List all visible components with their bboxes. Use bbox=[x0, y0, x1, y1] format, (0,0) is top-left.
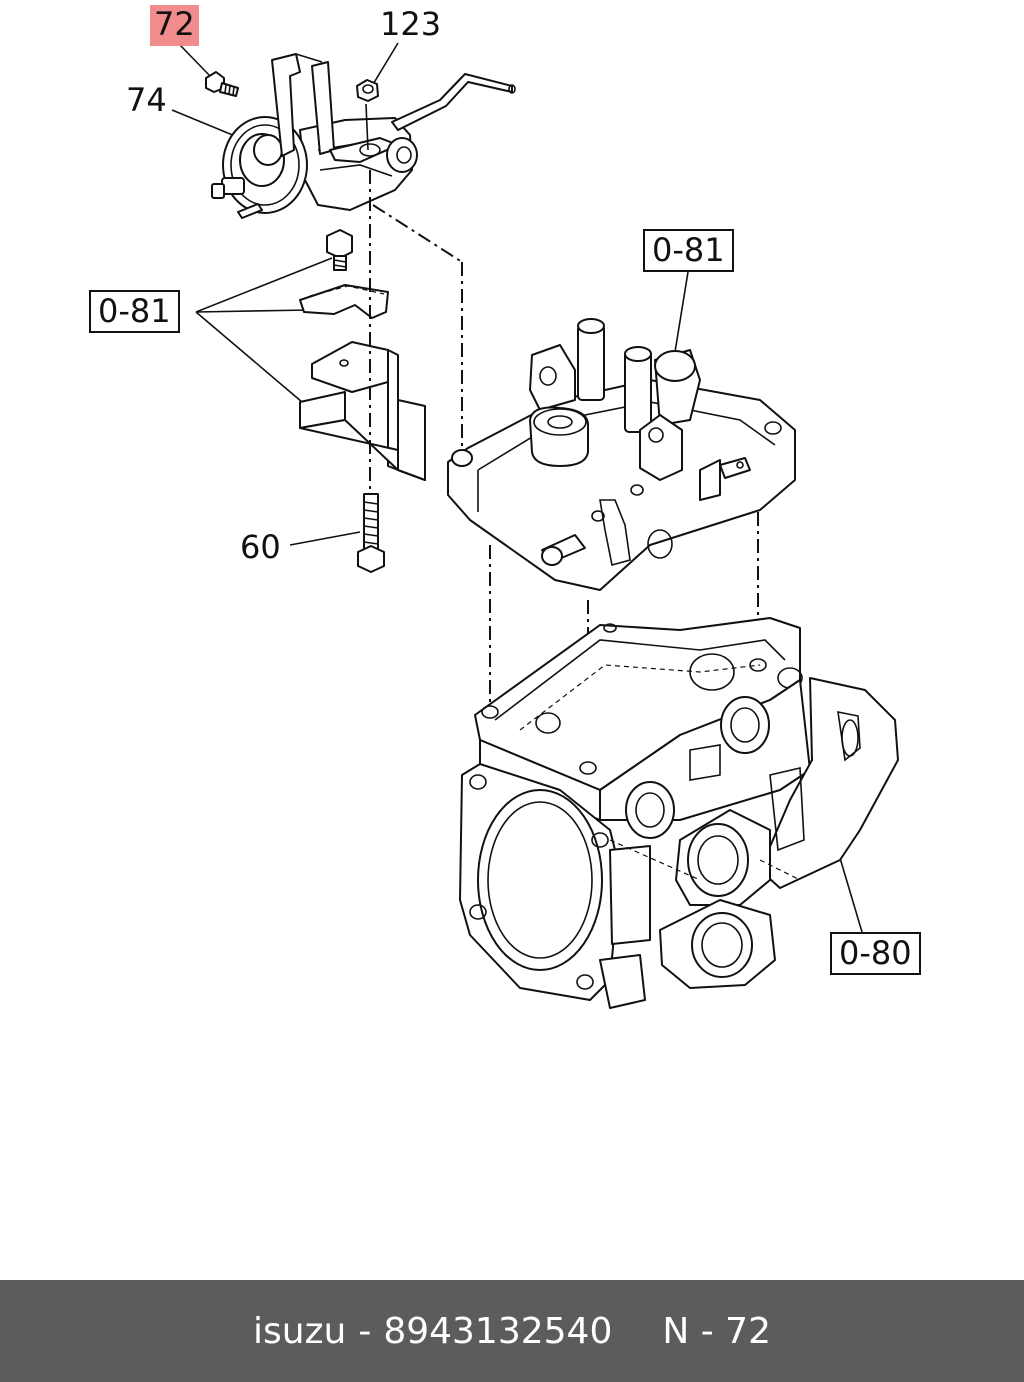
callout-0-81-cover[interactable]: 0-81 bbox=[643, 229, 734, 272]
part-number: 8943132540 bbox=[383, 1310, 613, 1352]
callout-0-81-bracket[interactable]: 0-81 bbox=[89, 290, 180, 333]
brand-name: isuzu bbox=[253, 1310, 347, 1352]
vacuum-actuator bbox=[211, 53, 516, 219]
footer-bar: isuzu - 8943132540 N - 72 bbox=[0, 1280, 1024, 1382]
bolt-60 bbox=[357, 493, 385, 573]
mounting-bracket bbox=[299, 229, 426, 481]
throttle-cover bbox=[447, 318, 796, 591]
exploded-parts-diagram bbox=[171, 42, 899, 1009]
bolt-72 bbox=[205, 71, 239, 97]
callout-72[interactable]: 72 bbox=[150, 5, 199, 46]
callout-60[interactable]: 60 bbox=[240, 528, 281, 566]
callout-123[interactable]: 123 bbox=[380, 5, 442, 43]
separator: - bbox=[358, 1310, 372, 1352]
callout-74[interactable]: 74 bbox=[126, 81, 167, 119]
callout-0-80[interactable]: 0-80 bbox=[830, 932, 921, 975]
position-label: N - 72 bbox=[662, 1310, 771, 1352]
leader-lines bbox=[171, 42, 863, 933]
throttle-body bbox=[459, 617, 899, 1009]
